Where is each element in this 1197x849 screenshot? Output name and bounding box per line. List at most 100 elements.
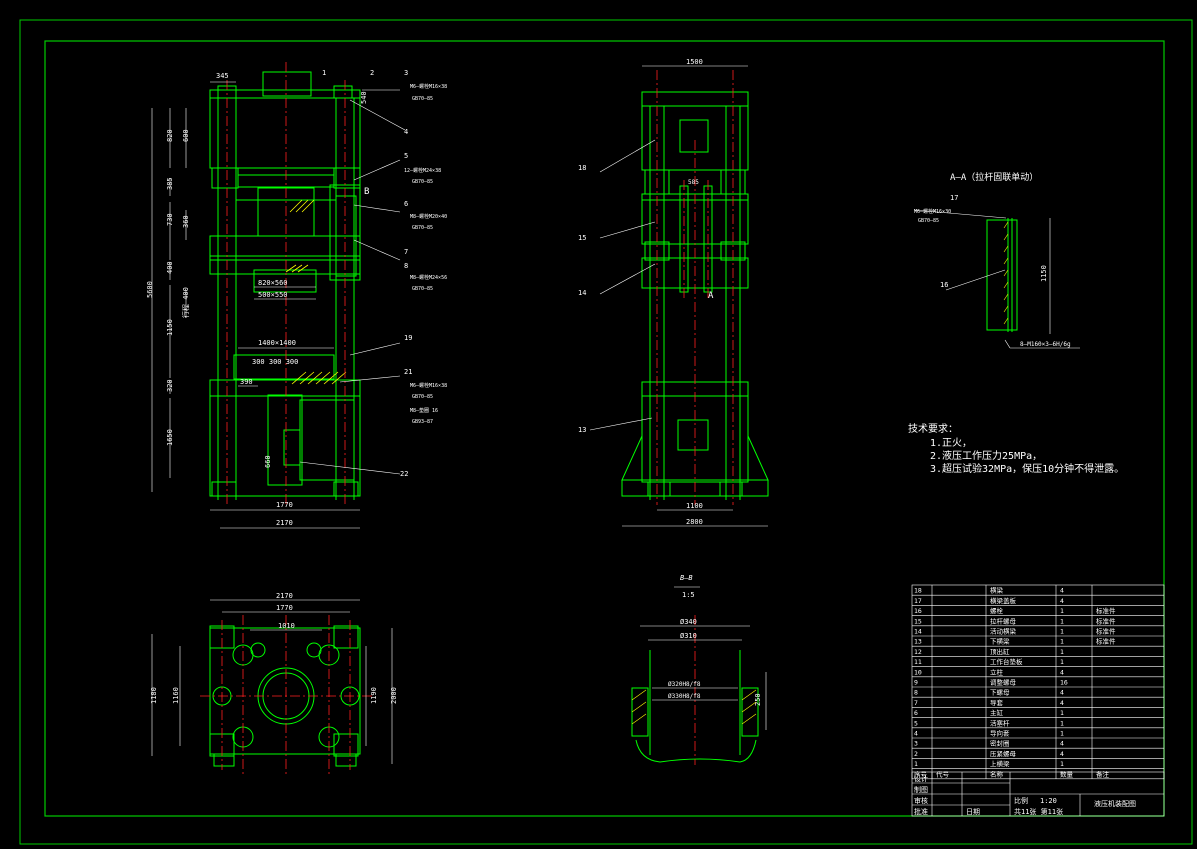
bom-table [911, 584, 1165, 780]
bom-cell-no: 8 [914, 689, 918, 697]
section-bb-hatch [631, 689, 757, 725]
bom-cell-qty: 1 [1060, 730, 1064, 738]
section-bb-scale: 1:5 [682, 591, 695, 599]
front-note-1: M6—螺栓M16×38 [410, 83, 447, 90]
bom-header-qty: 数量 [1060, 769, 1074, 778]
bom-cell-note: 标准件 [1096, 616, 1116, 625]
title-block [911, 771, 1165, 817]
section-aa-callout-17: 17 [950, 194, 958, 202]
section-bb-labels: B—B 1:5 Ø340 Ø310 Ø320H8/f8 Ø330H8/f8 25… [668, 574, 762, 706]
bom-cell-no: 6 [914, 709, 918, 717]
bom-cell-qty: 4 [1060, 668, 1064, 676]
bom-header-name: 名称 [990, 769, 1004, 778]
title-scale-label: 比例 [1014, 796, 1028, 805]
front-dim-1650: 1650 [166, 429, 174, 446]
title-scale-value: 1:20 [1040, 797, 1057, 805]
front-dim-stroke: 行程 400 [181, 287, 190, 318]
section-bb-dimensions [640, 586, 767, 730]
side-view-centerlines [656, 70, 734, 505]
front-callout-22: 22 [400, 470, 408, 478]
bom-cell-note: 标准件 [1096, 627, 1116, 636]
front-dim-1400: 1400×1400 [258, 339, 296, 347]
bom-cell-name: 立柱 [990, 667, 1004, 676]
plan-dim-1190: 1190 [370, 687, 378, 704]
bom-cell-name: 密封圈 [990, 739, 1010, 748]
bom-cell-name: 下螺母 [990, 688, 1010, 697]
front-note-9: M6—螺栓M16×38 [410, 382, 447, 389]
plan-view-dimensions [151, 599, 393, 764]
section-bb [631, 650, 759, 763]
bom-cell-name: 活塞杆 [990, 718, 1010, 727]
bom-cell-no: 12 [914, 648, 922, 656]
bom-cell-qty: 1 [1060, 719, 1064, 727]
front-section-mark: B [364, 187, 369, 197]
bom-cell-qty: 1 [1060, 648, 1064, 656]
tech-item-3: 3.超压试验32MPa，保压10分钟不得泄露。 [930, 462, 1124, 475]
title-sheet: 共11张 第11张 [1014, 807, 1063, 816]
front-dim-730: 730 [166, 213, 174, 226]
side-dim-top: 1500 [686, 58, 703, 66]
front-note-10: GB70—85 [412, 394, 433, 400]
front-dim-660: 660 [264, 455, 272, 468]
title-approver: 批准 [914, 807, 928, 816]
bom-cell-qty: 4 [1060, 699, 1064, 707]
bom-cell-name: 压紧螺母 [990, 749, 1017, 758]
section-bb-d4: Ø330H8/f8 [668, 693, 701, 700]
plan-view-centerlines [200, 615, 372, 775]
section-aa-title: A—A（拉杆固联单动） [950, 171, 1038, 183]
front-dim-820: 820 [166, 129, 174, 142]
front-dim-top-width: 345 [216, 72, 229, 80]
side-callout-14: 14 [578, 289, 586, 297]
plan-dim-1010: 1010 [278, 622, 295, 630]
front-dim-390: 390 [240, 378, 253, 386]
front-dim-820-560: 820×560 [258, 279, 288, 287]
front-view-labels: 345 820 600 385 730 360 400 行程 400 1150 … [146, 69, 447, 527]
title-drawing: 液压机装配图 [1094, 799, 1136, 808]
bom-cell-qty: 4 [1060, 597, 1064, 605]
front-dim-300: 300 300 300 [252, 358, 298, 366]
section-bb-d2: Ø310 [680, 632, 697, 640]
front-dim-600: 600 [182, 129, 190, 142]
bom-cell-note: 标准件 [1096, 606, 1116, 615]
bom-cell-qty: 4 [1060, 740, 1064, 748]
plan-dim-1180: 1180 [150, 687, 158, 704]
bom-cell-no: 7 [914, 699, 918, 707]
front-callout-21: 21 [404, 368, 412, 376]
front-callout-2: 2 [370, 69, 374, 77]
front-callout-19: 19 [404, 334, 412, 342]
bom-cell-name: 上横梁 [990, 759, 1010, 768]
plan-dim-1770: 1770 [276, 604, 293, 612]
section-aa-labels: A—A（拉杆固联单动） 17 16 M6—螺栓M16×30 GB70—85 11… [914, 171, 1071, 348]
front-view [209, 71, 361, 500]
bom-cell-name: 横梁盖板 [990, 596, 1017, 605]
side-callout-15: 15 [578, 234, 586, 242]
tech-title: 技术要求： [908, 422, 958, 435]
bom-cell-name: 横梁 [990, 586, 1004, 595]
front-note-4: GB70—85 [412, 179, 433, 185]
front-dim-1150: 1150 [166, 319, 174, 336]
section-aa-hatch [1003, 221, 1009, 325]
front-dim-500-550: 500×550 [258, 291, 288, 299]
bom-cell-qty: 16 [1060, 679, 1068, 687]
bom-cell-no: 10 [914, 668, 922, 676]
bom-header-no: 序号 [914, 769, 928, 778]
bom-cell-name: 顶出缸 [990, 647, 1010, 656]
bom-cell-name: 拉杆螺母 [990, 616, 1017, 625]
front-note-7: M8—螺栓M24×56 [410, 274, 447, 281]
front-dim-385: 385 [166, 177, 174, 190]
section-aa-note-1: M6—螺栓M16×30 [914, 208, 951, 215]
front-dim-360: 360 [182, 215, 190, 228]
plan-dim-2000: 2000 [390, 687, 398, 704]
plan-view-labels: 2170 1770 1010 1180 1160 1190 2000 [150, 592, 398, 704]
side-section-mark: A [708, 291, 714, 301]
bom-cell-name: 导向套 [990, 729, 1010, 738]
front-dim-540: 540 [360, 91, 368, 104]
bom-header-code: 代号 [936, 769, 950, 778]
bom-cell-name: 调整螺母 [990, 678, 1017, 687]
front-callout-7: 7 [404, 248, 408, 256]
section-aa-note-2: GB70—85 [918, 218, 939, 224]
front-dim-400: 400 [166, 261, 174, 274]
section-bb-title: B—B [680, 574, 693, 582]
front-dim-320: 320 [166, 379, 174, 392]
